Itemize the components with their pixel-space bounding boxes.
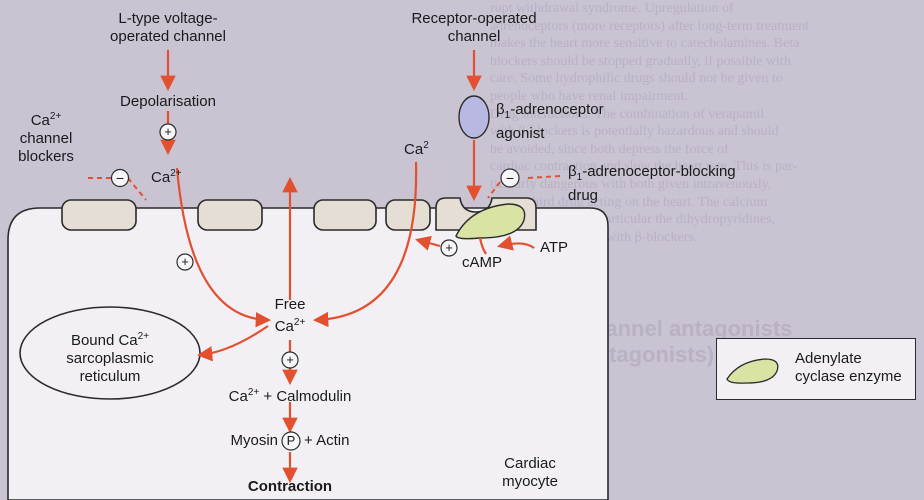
- camp-label: cAMP: [462, 254, 503, 271]
- background-text-line: with β-blockers is potentially hazardous…: [490, 124, 779, 140]
- membrane-channel-middle: [313, 199, 377, 231]
- plus-sign: +: [445, 240, 453, 255]
- phospho-label: P: [286, 433, 296, 448]
- beta1-agonist-oval: [458, 95, 490, 139]
- l-type-channel-right: [197, 199, 263, 231]
- l-type-channel-label: L-type voltage-operated channel: [110, 10, 226, 45]
- plus-sign: +: [286, 352, 294, 367]
- ca-entry-label: Ca2+: [151, 168, 182, 186]
- beta-blocker-dash-1: [527, 175, 561, 179]
- plus-circle-free-ca: [176, 253, 194, 271]
- adenylate-cyclase-enzyme: [455, 203, 526, 240]
- plus-circle-camp: [440, 239, 458, 257]
- beta-blocker-dash-2: [487, 181, 501, 199]
- background-text-line: with a third drug acting on the heart. T…: [490, 194, 768, 210]
- actin-label: + Actin: [304, 432, 350, 449]
- depolarisation-label: Depolarisation: [120, 93, 216, 110]
- blocker-dash-channel: [127, 177, 147, 201]
- background-text-line: people who have renal impairment.: [490, 88, 688, 104]
- l-type-channel-left: [61, 199, 137, 231]
- arrow-ca-to-free-ca: [175, 167, 272, 328]
- arrow-ca2-to-free-ca: [312, 161, 418, 328]
- atp-label: ATP: [540, 239, 569, 256]
- ca-ion: Ca2+: [30, 111, 62, 129]
- arrow-camp-to-channel: [415, 235, 441, 251]
- minus-sign: −: [505, 170, 515, 186]
- minus-sign: −: [115, 170, 125, 186]
- plus-circle-calmodulin: [281, 351, 299, 369]
- background-text-line: ticularly dangerous with both given intr…: [490, 176, 772, 192]
- myosin-label: Myosin: [230, 432, 278, 449]
- arrow-free-ca-to-sr: [196, 325, 269, 362]
- background-text-line: adrenoceptors (more receptors) after lon…: [490, 18, 810, 34]
- background-text-line: Drug interactions. The combination of ve…: [490, 106, 765, 122]
- background-text-line: cardiac contraction and slow the heart r…: [490, 159, 798, 175]
- arrow-enzyme-to-camp: [478, 237, 487, 255]
- receptor-channel: [385, 199, 431, 231]
- background-text-line: care. Some hydrophilic drugs should not …: [490, 71, 783, 87]
- ca-calmodulin-label: Ca2+ + Calmodulin: [228, 387, 352, 405]
- background-text-line: rupt withdrawal syndrome. Upregulation o…: [490, 1, 734, 16]
- minus-circle-beta-blocker: [500, 168, 520, 188]
- background-text-line: blockers should be stopped gradually, if…: [490, 53, 791, 69]
- arrow-atp-to-camp: [497, 235, 535, 251]
- plus-sign: +: [181, 254, 189, 269]
- background-text-line: makes the heart more sensitive to catech…: [490, 36, 800, 52]
- enzyme-legend-icon: [726, 358, 779, 384]
- plus-sign: +: [164, 124, 172, 139]
- phospho-circle: [281, 431, 301, 451]
- plus-circle-depol: [159, 123, 177, 141]
- cardiac-myocyte-cell: [7, 207, 609, 500]
- ca-sr-release-label: Ca2: [404, 140, 429, 158]
- background-text-line: be avoided, since both depress the force…: [490, 141, 729, 157]
- minus-circle-ca-blocker: [110, 168, 130, 188]
- contraction-label: Contraction: [247, 478, 333, 495]
